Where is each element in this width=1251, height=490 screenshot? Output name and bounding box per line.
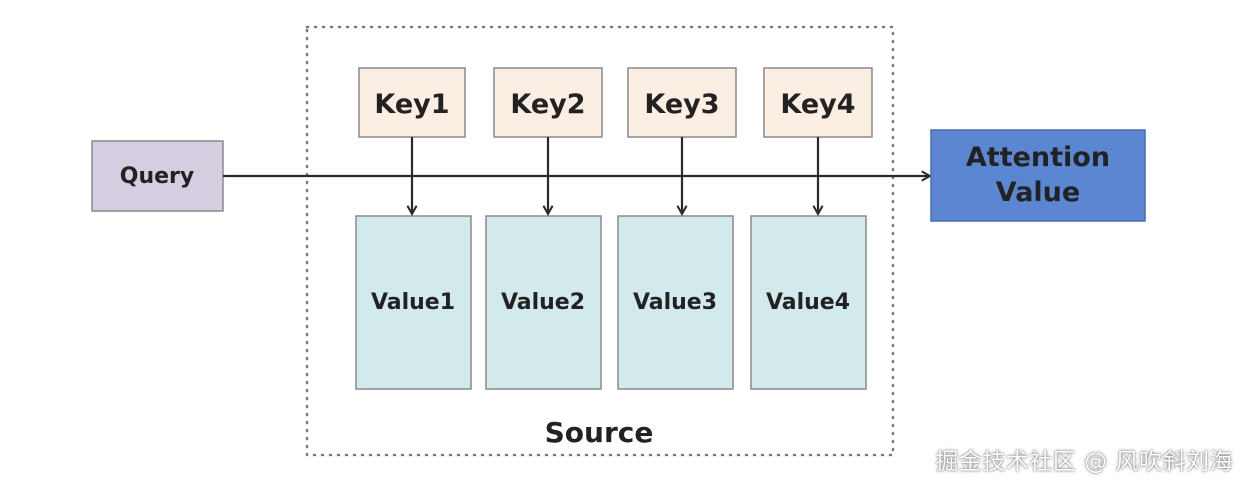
key-label: Key1 <box>374 89 449 120</box>
value-label: Value4 <box>766 290 850 315</box>
key-node-2: Key2 <box>493 67 603 138</box>
value-label: Value1 <box>371 290 455 315</box>
value-node-2: Value2 <box>485 215 602 390</box>
key-label: Key3 <box>644 89 719 120</box>
value-label: Value3 <box>633 290 717 315</box>
attention-label-line2: Value <box>996 177 1080 208</box>
query-label: Query <box>120 164 194 189</box>
attention-label-line1: Attention <box>966 142 1110 173</box>
value-node-3: Value3 <box>617 215 734 390</box>
source-label: Source <box>545 416 654 449</box>
watermark: 掘金技术社区 @ 风吹斜刘海 <box>935 449 1233 475</box>
source-container <box>305 25 895 457</box>
key-label: Key4 <box>780 89 855 120</box>
query-node: Query <box>91 140 224 212</box>
value-label: Value2 <box>501 290 585 315</box>
key-label: Key2 <box>510 89 585 120</box>
value-node-1: Value1 <box>355 215 472 390</box>
key-node-4: Key4 <box>763 67 873 138</box>
attention-value-node: Attention Value <box>930 129 1146 222</box>
value-node-4: Value4 <box>750 215 867 390</box>
key-node-1: Key1 <box>358 67 466 138</box>
key-node-3: Key3 <box>627 67 737 138</box>
